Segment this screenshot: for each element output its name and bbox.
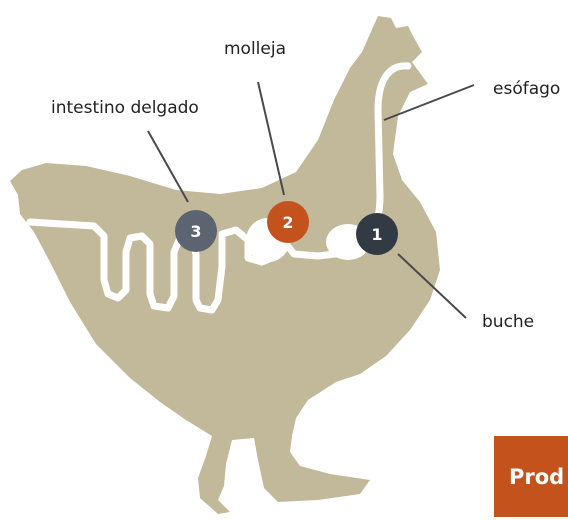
leader-esophagus (383, 84, 475, 121)
leader-gizzard (257, 81, 285, 196)
leader-crop (397, 253, 467, 319)
gizzard-label: molleja (224, 39, 287, 59)
product-tab-label: Prod (509, 464, 565, 489)
crop-label: buche (482, 312, 535, 332)
leader-intestine (147, 130, 189, 203)
gizzard-number-badge: 2 (267, 201, 309, 243)
product-tab[interactable]: Prod (494, 436, 568, 517)
intestine-label: intestino delgado (51, 98, 199, 118)
intestine-number-badge: 3 (175, 210, 217, 252)
digestive-tract (26, 62, 412, 314)
crop-number-badge: 1 (356, 213, 398, 255)
esophagus-label: esófago (493, 79, 561, 99)
